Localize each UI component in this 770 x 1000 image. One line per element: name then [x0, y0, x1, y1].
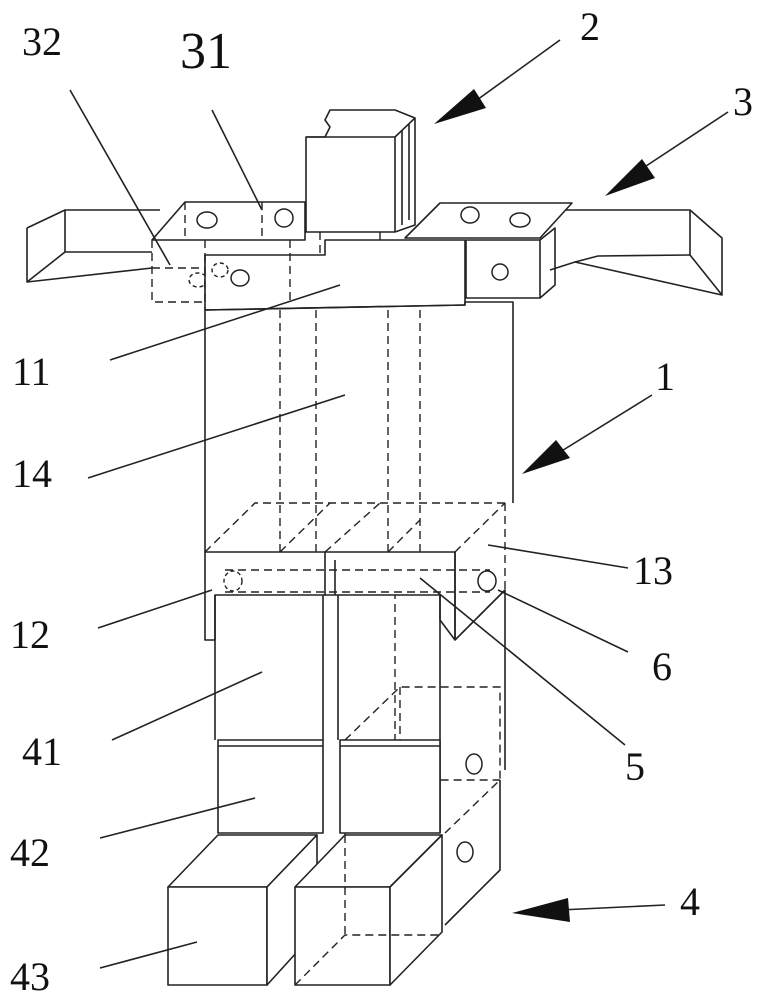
box-42	[217, 739, 441, 834]
arrow-1-head	[522, 440, 570, 474]
label-4: 4	[680, 879, 700, 924]
channels-14	[279, 310, 421, 553]
cross-arm-3	[26, 209, 723, 296]
bolt-rod-5	[223, 569, 497, 593]
column-lower-right	[439, 589, 506, 770]
label-5: 5	[625, 744, 645, 789]
label-43: 43	[10, 954, 50, 999]
leader-lines	[69, 89, 629, 969]
label-32: 32	[22, 19, 62, 64]
clamp-plate-12	[204, 551, 456, 641]
label-14: 14	[12, 451, 52, 496]
arrows	[434, 39, 729, 922]
top-block-2	[305, 109, 416, 262]
label-2: 2	[580, 4, 600, 49]
label-12: 12	[10, 612, 50, 657]
labels: 32 31 2 3 11 1 14 13 12 6 41 5 42 4 43	[10, 4, 753, 999]
label-11: 11	[12, 349, 51, 394]
clamp-plate-31	[151, 201, 306, 241]
leg-41	[214, 595, 339, 740]
arrow-3-head	[605, 159, 655, 196]
label-42: 42	[10, 830, 50, 875]
arrow-2-head	[434, 89, 486, 124]
label-6: 6	[652, 644, 672, 689]
upper-block-11	[204, 239, 466, 311]
label-1: 1	[655, 354, 675, 399]
box-43	[167, 834, 443, 986]
label-13: 13	[633, 548, 673, 593]
arrow-4-head	[512, 898, 570, 922]
nut-6	[477, 570, 497, 592]
label-31: 31	[180, 23, 232, 80]
column-body-1	[204, 301, 514, 552]
label-41: 41	[22, 729, 62, 774]
label-3: 3	[733, 79, 753, 124]
